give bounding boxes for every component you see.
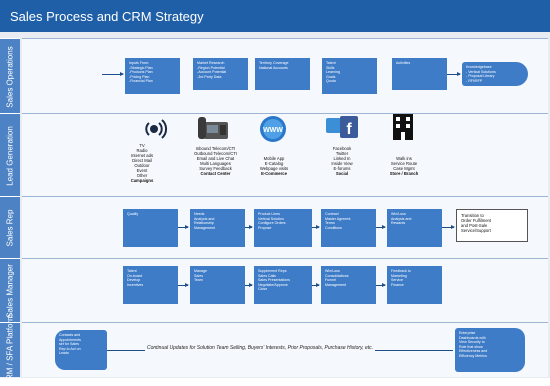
lane-label-sales-manager: Sales Manager bbox=[0, 258, 20, 323]
arrow bbox=[312, 283, 320, 287]
sales-ops-inputs-box: Inputs From:-Strategic Plan-Products Pla… bbox=[125, 58, 180, 94]
page-title: Sales Process and CRM Strategy bbox=[10, 9, 204, 24]
building-icon bbox=[393, 114, 413, 140]
arrow bbox=[245, 283, 253, 287]
arrow bbox=[102, 72, 124, 76]
sales-ops-market-research-box: Market Research-Region Potential-Account… bbox=[193, 58, 248, 90]
svg-text:WWW: WWW bbox=[263, 127, 283, 134]
arrow bbox=[178, 283, 189, 287]
svg-text:f: f bbox=[346, 121, 352, 138]
sales-ops-knowledgebase-box: Knowledgebase- Vertical Solutions- Propo… bbox=[462, 62, 528, 86]
arrow bbox=[376, 283, 386, 287]
telephone-icon bbox=[198, 117, 228, 139]
title-bar: Sales Process and CRM Strategy bbox=[0, 0, 550, 32]
arrow bbox=[245, 225, 253, 229]
lane-label-sales-operations: Sales Operations bbox=[0, 38, 20, 114]
broadcast-icon bbox=[145, 119, 168, 139]
sales-ops-activities-box: Activities bbox=[392, 58, 447, 90]
arrow bbox=[376, 225, 386, 229]
arrow bbox=[312, 225, 320, 229]
lane-label-crm-platform: CRM / SFA Platform bbox=[0, 314, 20, 386]
arrow bbox=[447, 72, 461, 76]
lane-label-sales-rep: Sales Rep bbox=[0, 196, 20, 259]
arrow bbox=[178, 225, 189, 229]
www-globe-icon: WWW bbox=[260, 116, 286, 142]
sales-rep-qualify-box: Qualify bbox=[123, 209, 178, 247]
social-media-icon: f bbox=[326, 116, 358, 138]
arrow bbox=[442, 225, 455, 229]
continuous-update-text: Continual Updates for Solution Team Sell… bbox=[145, 345, 376, 351]
lane-label-lead-generation: Lead Generation bbox=[0, 113, 20, 197]
